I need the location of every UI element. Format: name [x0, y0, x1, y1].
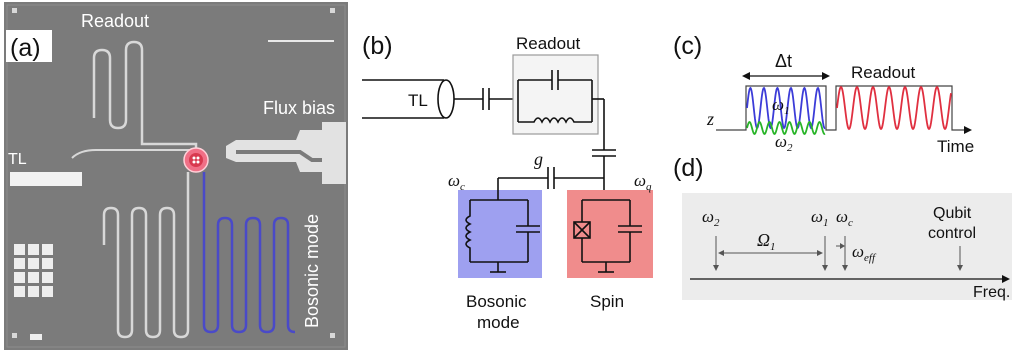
omega-q-label: ωq: [634, 171, 652, 193]
panel-b: (b) TL Readout g: [362, 32, 653, 332]
corner-mark: [330, 8, 335, 13]
freq-arrowhead: [1002, 275, 1010, 283]
qubit-dot: [196, 160, 200, 164]
flux-bias-slot: [236, 150, 322, 162]
omega-eff-arrowhead: [840, 243, 845, 249]
marker-qubit-head: [957, 265, 963, 271]
omega2-label: ω2: [775, 132, 793, 154]
bosonic-inductor: [465, 200, 472, 262]
delta-t-arrowhead: [742, 72, 750, 80]
bond-pad-grid: [14, 244, 53, 297]
omega1-label: ω1: [772, 95, 790, 117]
coax-end: [437, 79, 455, 119]
bosonic-label-1: Bosonic: [466, 292, 527, 311]
omega-eff-label: ωeff: [852, 242, 877, 264]
small-pad: [30, 334, 42, 340]
spin-box: [567, 190, 653, 278]
corner-mark: [330, 333, 335, 338]
baseline: [716, 85, 966, 131]
delta-t-label: Δt: [775, 51, 792, 71]
bosonic-meander: [202, 172, 296, 334]
circuit-tl-label: TL: [408, 91, 428, 110]
time-arrowhead: [964, 126, 972, 134]
spin-label: Spin: [590, 292, 624, 311]
d-omega1-label: ω1: [811, 207, 829, 229]
readout-box: [512, 54, 599, 135]
Omega1-label: Ω1: [757, 230, 776, 253]
delta-t-arrowhead: [822, 72, 830, 80]
chip-bosonic-label: Bosonic mode: [302, 214, 322, 328]
panel-d: (d) Freq. ω2 ω1 ωc Ω1 ωeff Qubit control: [673, 154, 1012, 301]
qubit-inner: [189, 153, 203, 167]
z-label: z: [706, 109, 714, 129]
panel-c: (c) Δt Readout z ω1 ω2 Time: [673, 32, 974, 156]
panel-a-tag-bg: [6, 30, 52, 62]
omega-c-label: ωc: [448, 171, 465, 193]
panel-d-tag: (d): [673, 154, 704, 182]
corner-mark: [12, 333, 17, 338]
chip-readout-label: Readout: [81, 11, 149, 31]
readout-inductor: [518, 117, 592, 124]
marker-omegac-head: [842, 265, 848, 271]
coupling-g-label: g: [534, 149, 543, 169]
panel-c-tag: (c): [673, 32, 702, 60]
Omega1-head-right: [817, 250, 823, 256]
time-label: Time: [937, 137, 974, 156]
junction-cross: [573, 221, 591, 239]
chip-tl-label: TL: [8, 151, 27, 168]
Omega1-head-left: [718, 250, 724, 256]
qubit-control-label-2: control: [928, 225, 976, 242]
corner-mark: [12, 8, 17, 13]
panel-d-background: [682, 193, 1012, 300]
qubit-dot: [192, 156, 196, 160]
chip-flux-bias-label: Flux bias: [263, 98, 335, 118]
panel-b-tag: (b): [362, 32, 393, 60]
readout-resonator: [92, 40, 144, 130]
qubit-control-label-1: Qubit: [933, 205, 972, 222]
qubit-dot: [196, 156, 200, 160]
d-omega2-label: ω2: [702, 207, 720, 229]
white-meander: [102, 172, 190, 339]
panel-a: (a) Readout TL Flux bias Bosonic mode: [4, 2, 348, 350]
bosonic-label-2: mode: [477, 313, 520, 332]
wave-readout: [836, 85, 952, 131]
qubit-dot: [192, 160, 196, 164]
readout-pulse-label: Readout: [851, 63, 916, 82]
wave-omega2: [746, 120, 826, 136]
marker-omega1-head: [822, 265, 828, 271]
circuit-readout-label: Readout: [516, 34, 581, 53]
panel-a-tag: (a): [10, 34, 41, 62]
marker-omega2-head: [713, 265, 719, 271]
tl-line: [71, 149, 196, 159]
freq-label: Freq.: [973, 284, 1010, 301]
d-omegac-label: ωc: [836, 207, 853, 229]
tl-pad: [10, 172, 82, 186]
